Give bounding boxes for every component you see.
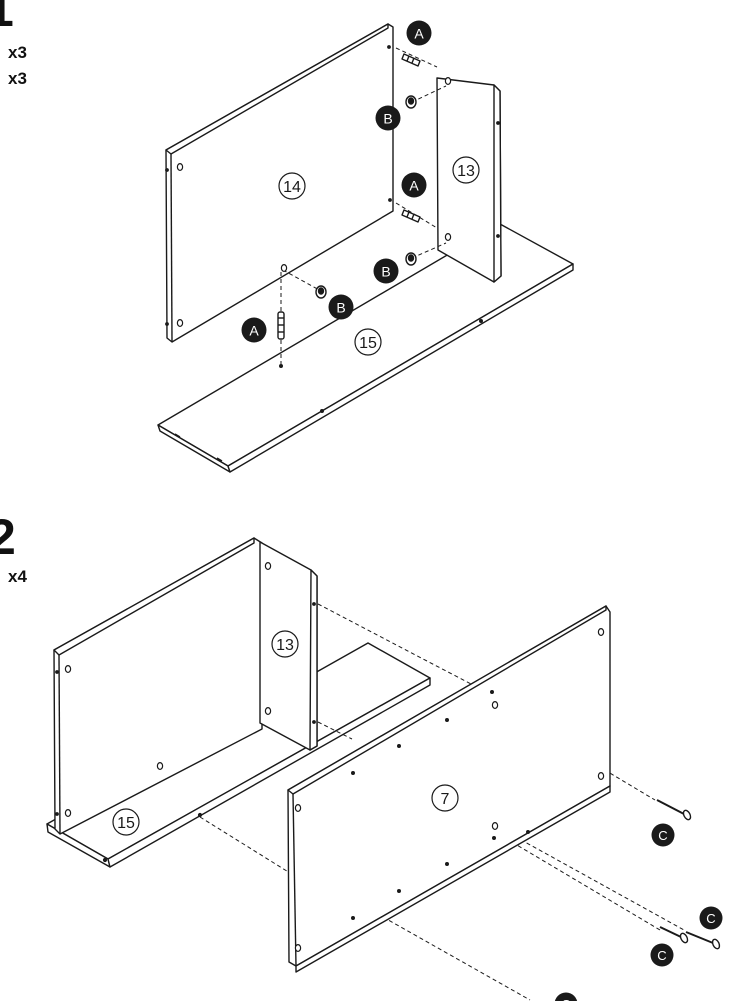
- part-label-14: 14: [283, 179, 301, 196]
- step2-screw-1: [656, 799, 692, 821]
- step1-dowel-low: [277, 311, 285, 340]
- badge-c-4: C: [554, 992, 578, 1001]
- label-13b: 13: [271, 630, 299, 658]
- badge-a-3: A: [241, 317, 267, 343]
- step-1-qty-a: x3: [8, 43, 27, 62]
- badge-label: B: [336, 300, 345, 316]
- step2-panel-back: [53, 537, 263, 835]
- step1-camlock-top: [405, 95, 417, 109]
- step2-screw-3: [659, 926, 689, 944]
- badge-b-2: B: [373, 258, 399, 284]
- label-13: 13: [452, 156, 480, 184]
- step-2-qty: x4: [8, 567, 27, 586]
- badge-label: B: [383, 111, 392, 127]
- badge-label: A: [409, 178, 419, 194]
- badge-b-1: B: [375, 105, 401, 131]
- step1-part-labels: 14 13 15: [278, 156, 480, 356]
- part-label-15: 15: [117, 815, 135, 832]
- badge-a-1: A: [406, 20, 432, 46]
- badge-label: C: [658, 828, 667, 843]
- badge-c-1: C: [651, 823, 675, 847]
- badge-a-2: A: [401, 172, 427, 198]
- badge-label: C: [706, 911, 715, 926]
- step2-part-labels: 13 15 7: [112, 630, 459, 836]
- badge-label: A: [414, 26, 424, 42]
- step1-camlock-low: [315, 285, 327, 299]
- badge-label: C: [561, 997, 570, 1001]
- step2-panel-15: [46, 642, 431, 868]
- label-7: 7: [431, 784, 459, 812]
- label-15b: 15: [112, 808, 140, 836]
- badge-c-3: C: [650, 943, 674, 967]
- step1-dowel-mid: [401, 209, 421, 223]
- part-label-15: 15: [359, 335, 377, 352]
- hardware-badges: A A A B B B C C: [241, 20, 723, 1001]
- part-label-13: 13: [457, 163, 475, 180]
- step-1-number: 1: [0, 0, 14, 34]
- badge-label: A: [249, 323, 259, 339]
- part-label-7: 7: [441, 791, 450, 808]
- badge-label: B: [381, 264, 390, 280]
- label-15: 15: [354, 328, 382, 356]
- badge-b-3: B: [328, 294, 354, 320]
- step-2-number: 2: [0, 509, 16, 565]
- label-14: 14: [278, 172, 306, 200]
- step-1-qty-b: x3: [8, 69, 27, 88]
- badge-c-2: C: [699, 906, 723, 930]
- badge-label: C: [657, 948, 666, 963]
- step1-dowel-top: [401, 53, 421, 67]
- part-label-13: 13: [276, 637, 294, 654]
- step2-screw-2: [685, 931, 721, 950]
- step1-camlock-mid: [405, 252, 417, 266]
